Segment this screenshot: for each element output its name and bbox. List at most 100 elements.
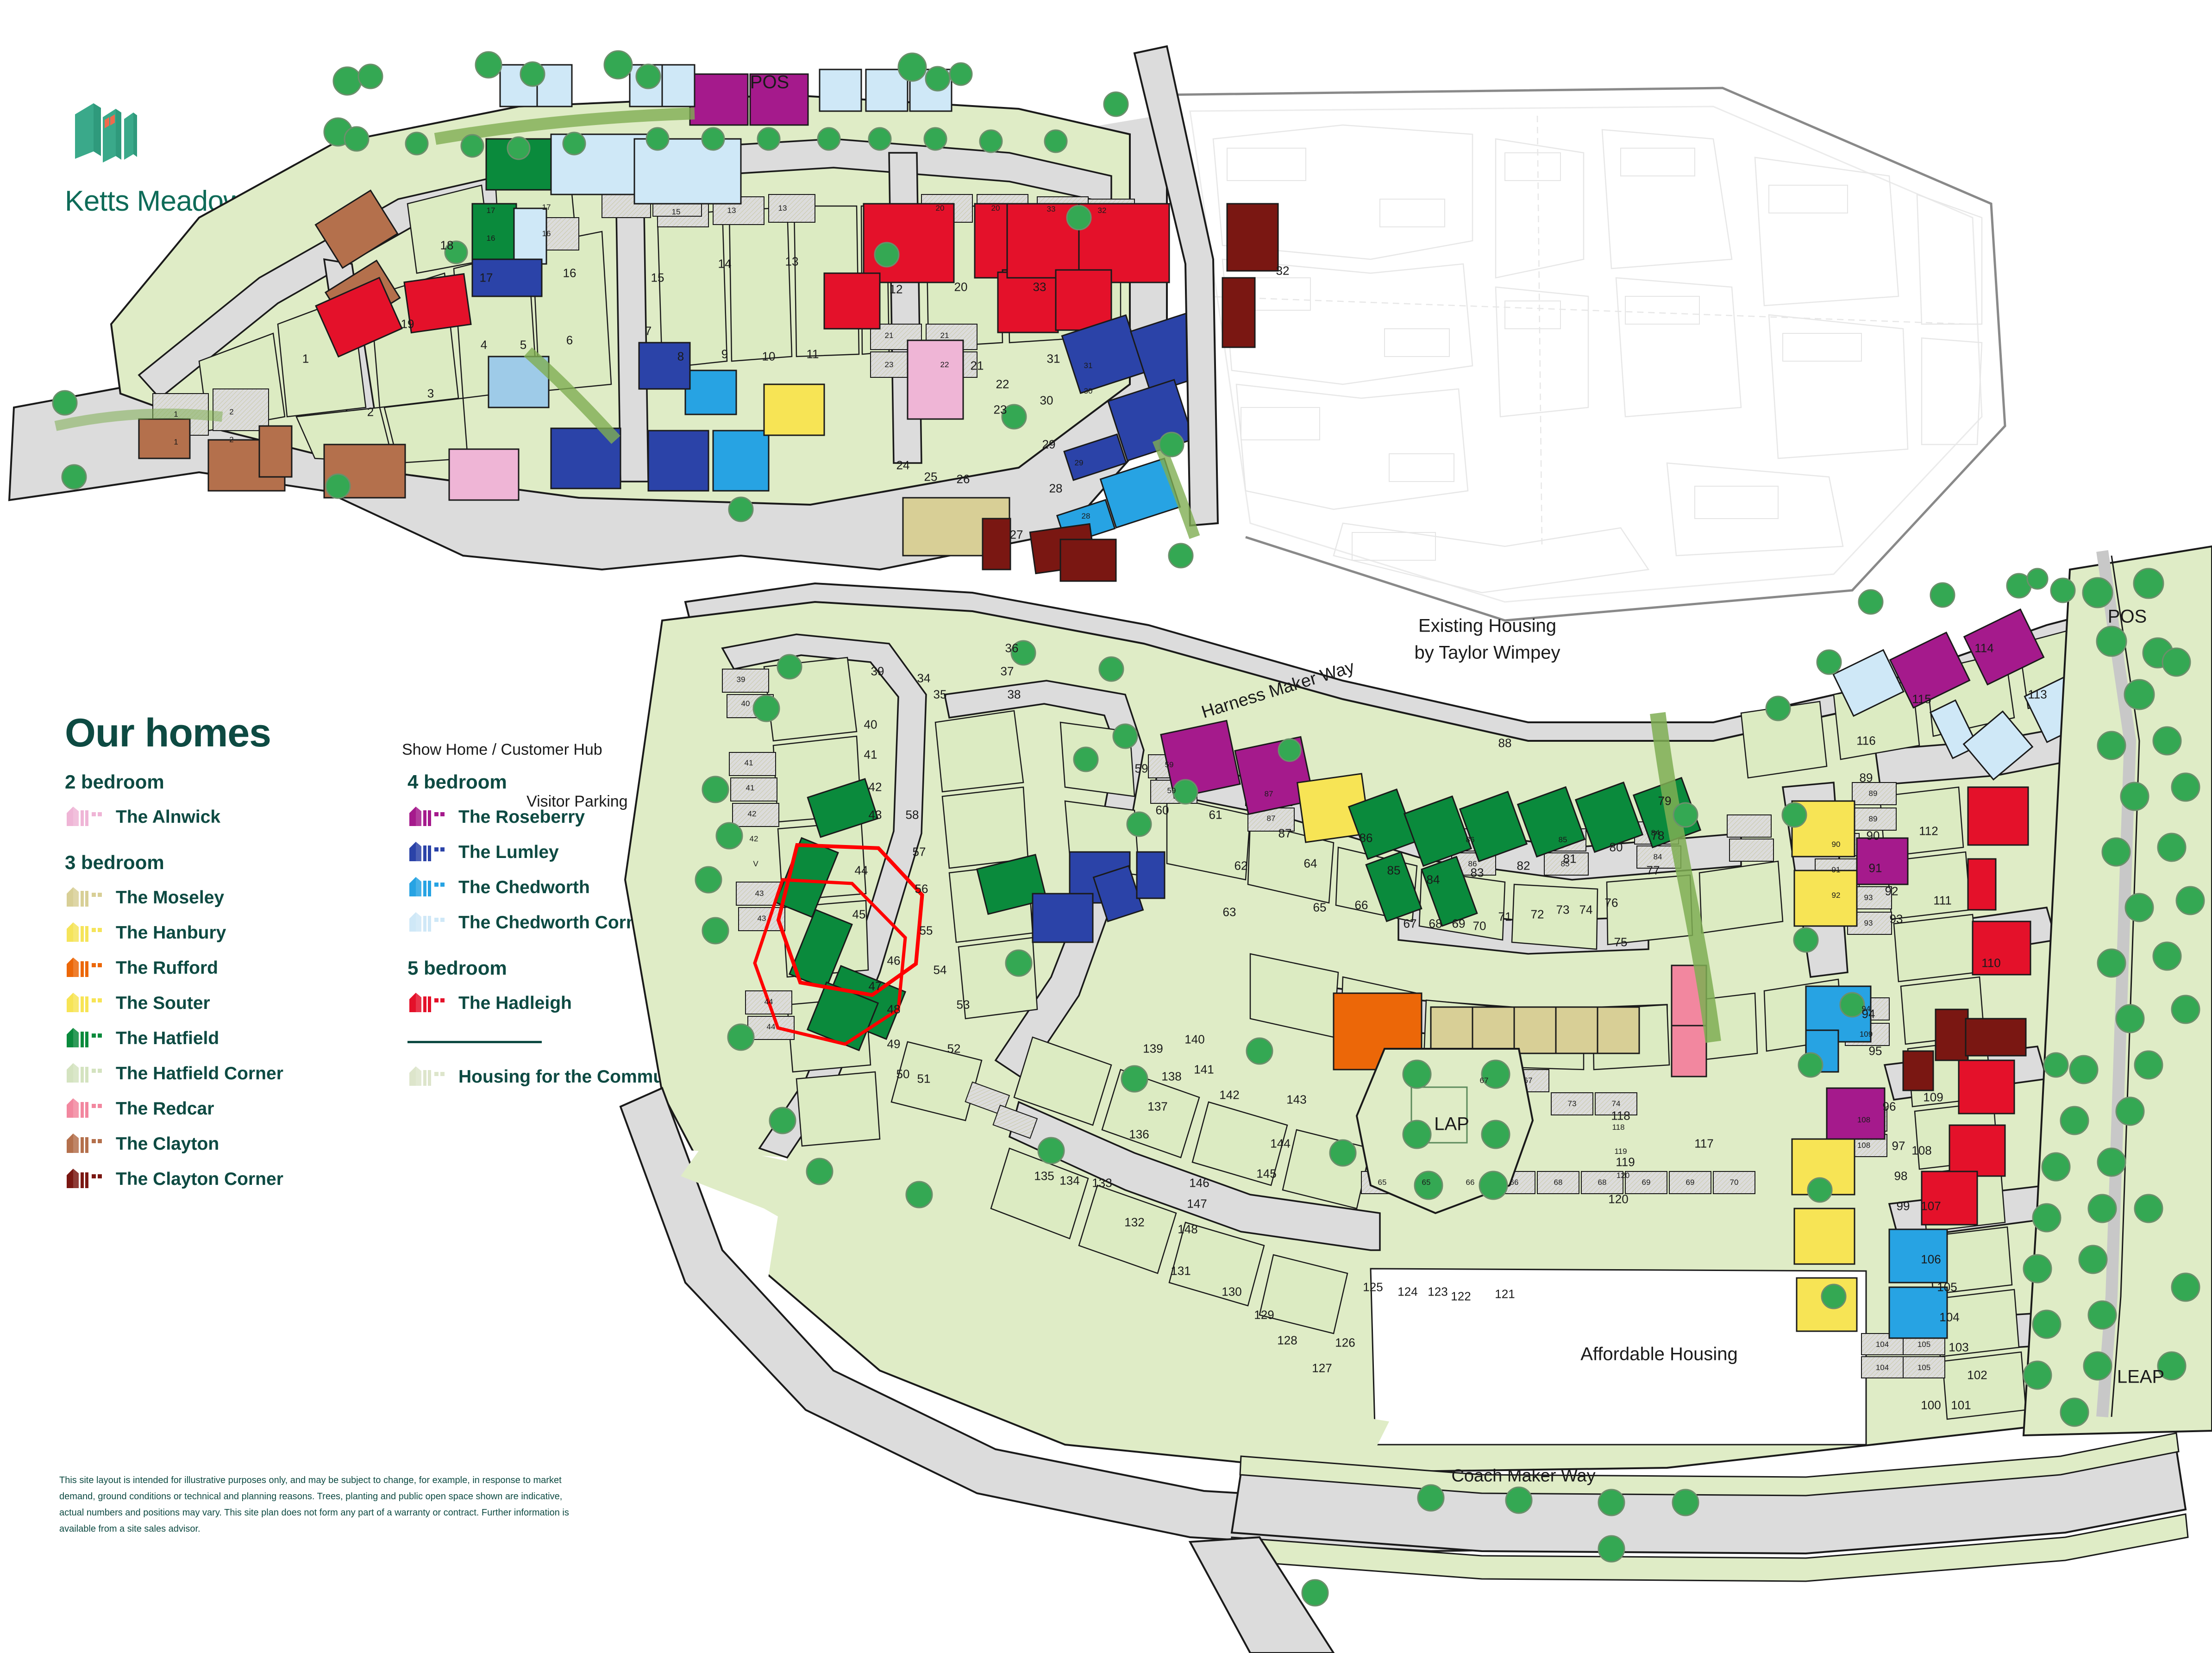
map-area-label-lap: LAP (1434, 1114, 1469, 1134)
driveway-plot-number: 89 (1868, 814, 1878, 823)
legend-item-the-hatfield-corner[interactable]: The Hatfield Corner (65, 1056, 407, 1091)
driveway-plot-number: 13 (727, 206, 736, 215)
legend-item-label: The Alnwick (116, 807, 221, 827)
house-type-swatch-icon (407, 840, 447, 864)
plot-number: 139 (1143, 1041, 1163, 1056)
driveway-plot-number: 21 (940, 331, 949, 340)
plot-number: 122 (1451, 1289, 1471, 1303)
plot-number: 67 (1403, 916, 1417, 931)
plot-number: 5 (520, 338, 527, 352)
map-area-label-affordable-housing: Affordable Housing (1580, 1344, 1738, 1365)
driveway-plot-number: 41 (746, 783, 755, 792)
visitor-parking-marker: V (753, 859, 758, 868)
driveway-plot-number: 87 (1264, 789, 1273, 798)
legend-item-the-moseley[interactable]: The Moseley (65, 880, 407, 915)
plot-number: 98 (1894, 1169, 1908, 1183)
legend-item-the-redcar[interactable]: The Redcar (65, 1091, 407, 1126)
legend-item-the-rufford[interactable]: The Rufford (65, 950, 407, 985)
legend-item-the-hanbury[interactable]: The Hanbury (65, 915, 407, 950)
legend-item-the-hatfield[interactable]: The Hatfield (65, 1021, 407, 1056)
brand-name: Ketts Meadow (65, 185, 244, 217)
plot-number: 107 (1921, 1199, 1941, 1213)
plot-number: 7 (645, 324, 652, 338)
driveway-plot-number: 84 (1651, 828, 1660, 837)
plot-number: 148 (1178, 1222, 1198, 1236)
driveway-plot-number: 65 (1378, 1178, 1387, 1187)
legend-item-the-alnwick[interactable]: The Alnwick (65, 799, 407, 834)
plot-number: 132 (1124, 1215, 1145, 1229)
house-type-swatch-icon (65, 1132, 105, 1156)
driveway-plot-number: 21 (884, 331, 894, 340)
legend-item-the-clayton-corner[interactable]: The Clayton Corner (65, 1161, 407, 1196)
plot-number: 2 (367, 405, 374, 419)
legend-item-the-chedworth-corner[interactable]: The Chedworth Corner (407, 905, 787, 940)
plot-number: 84 (1426, 872, 1440, 887)
plot-number: 90 (1866, 828, 1880, 843)
driveway-plot-number: 23 (884, 360, 894, 369)
driveway-plot-number: 59 (1167, 786, 1176, 795)
legend-item-label: The Souter (116, 993, 210, 1013)
legend-item-label: The Rufford (116, 958, 218, 978)
driveway-plot-number: 68 (1554, 1178, 1563, 1187)
plot-number: 79 (1658, 794, 1672, 808)
plot-number: 78 (1651, 828, 1665, 843)
plot-number: 138 (1161, 1069, 1182, 1083)
driveway-plot-number: 68 (1598, 1178, 1607, 1187)
house-type-swatch-icon (65, 991, 105, 1015)
plot-number: 111 (1933, 893, 1952, 908)
driveway-plot-number: 13 (778, 204, 787, 213)
house-type-swatch-icon (65, 885, 105, 909)
legend-item-the-hadleigh[interactable]: The Hadleigh (407, 985, 787, 1021)
driveway-plot-number: 109 (1859, 1030, 1873, 1039)
plot-number: 31 (1046, 351, 1060, 366)
plot-number: 18 (440, 238, 454, 252)
house-type-swatch-icon (407, 1064, 447, 1089)
driveway-plot-number: 73 (1567, 1099, 1577, 1108)
driveway-plot-number: 2 (229, 407, 234, 416)
plot-number: 69 (1452, 916, 1466, 931)
driveway-plot-number: 70 (1729, 1178, 1739, 1187)
plot-number: 130 (1222, 1284, 1242, 1299)
driveway-plot-number: 85 (1558, 835, 1567, 844)
plot-number: 136 (1129, 1127, 1149, 1141)
plot-number: 115 (1912, 692, 1931, 706)
plot-number: 143 (1286, 1092, 1307, 1107)
legend-item-the-lumley[interactable]: The Lumley (407, 834, 787, 870)
legend-item-the-roseberry[interactable]: The Roseberry (407, 799, 787, 834)
driveway-plot-number: 43 (755, 889, 764, 898)
plot-number: 113 (2028, 687, 2047, 701)
plot-number: 26 (956, 472, 970, 486)
plot-number: 27 (1009, 527, 1023, 542)
plot-number: 100 (1921, 1398, 1941, 1412)
plot-number: 103 (1949, 1340, 1969, 1354)
plot-number: 108 (1911, 1143, 1932, 1158)
driveway-plot-number: 28 (1081, 512, 1090, 520)
map-area-label-existing-housing: Existing Housing (1418, 615, 1556, 636)
legend-item-label: Housing for the Community (458, 1066, 696, 1087)
driveway-plot-number: 90 (1831, 840, 1841, 849)
driveway-plot-number: 67 (1479, 1076, 1489, 1085)
plot-number: 141 (1194, 1062, 1214, 1077)
driveway-plot-number: 105 (1917, 1363, 1931, 1372)
house-type-swatch-icon (407, 875, 447, 899)
plot-number: 112 (1919, 824, 1938, 838)
house-type-swatch-icon (65, 1167, 105, 1191)
legend-item-housing-for-the-community[interactable]: Housing for the Community (407, 1059, 787, 1094)
plot-number: 73 (1556, 902, 1570, 917)
plot-number: 147 (1187, 1196, 1207, 1211)
driveway-plot-number: 33 (1046, 205, 1056, 213)
driveway-plot-number: 104 (1875, 1363, 1889, 1372)
driveway-plot-number: 66 (1466, 1178, 1475, 1187)
legend-item-the-chedworth[interactable]: The Chedworth (407, 870, 787, 905)
plot-number: 13 (785, 254, 799, 269)
plot-number: 39 (871, 664, 884, 678)
plot-number: 101 (1951, 1398, 1971, 1412)
legend-item-the-clayton[interactable]: The Clayton (65, 1126, 407, 1161)
legend-item-label: The Hadleigh (458, 993, 572, 1013)
plot-number: 1 (302, 351, 309, 366)
plot-number: 119 (1616, 1155, 1635, 1169)
legend-item-the-souter[interactable]: The Souter (65, 985, 407, 1021)
